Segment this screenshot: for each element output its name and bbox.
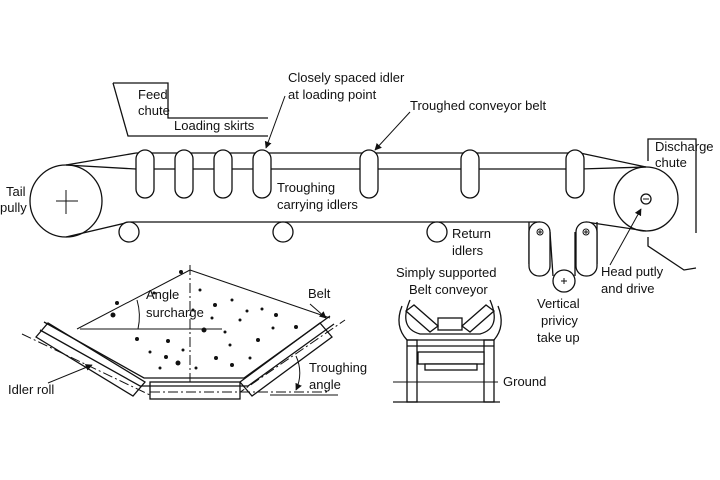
label-idler-roll: Idler roll — [8, 382, 54, 397]
return-idler — [272, 221, 294, 243]
carrying-idler — [174, 149, 194, 199]
simply-supported-conveyor — [393, 299, 502, 403]
main-conveyor — [29, 82, 697, 293]
head-pulley — [613, 166, 679, 232]
label-troughed-conveyor-belt: Troughed conveyor belt — [410, 98, 546, 113]
return-idler — [426, 221, 448, 243]
bulk-material — [110, 270, 298, 370]
carrying-idler — [460, 149, 480, 199]
label-loading-skirts: Loading skirts — [174, 118, 255, 133]
carrying-idler — [213, 149, 233, 199]
return-idlers — [118, 221, 448, 243]
carrying-idler — [565, 149, 585, 199]
label-belt: Belt — [308, 286, 331, 301]
trough-cross-section — [21, 265, 346, 400]
return-idler — [118, 221, 140, 243]
label-ground: Ground — [503, 374, 546, 389]
carrying-idler — [359, 149, 379, 199]
carrying-idlers — [135, 149, 585, 199]
discharge-chute — [647, 138, 697, 271]
take-up-pulleys — [528, 221, 598, 293]
carrying-idler — [135, 149, 155, 199]
carrying-idler — [252, 149, 272, 199]
tail-pulley — [29, 164, 103, 238]
feed-chute — [112, 82, 268, 137]
